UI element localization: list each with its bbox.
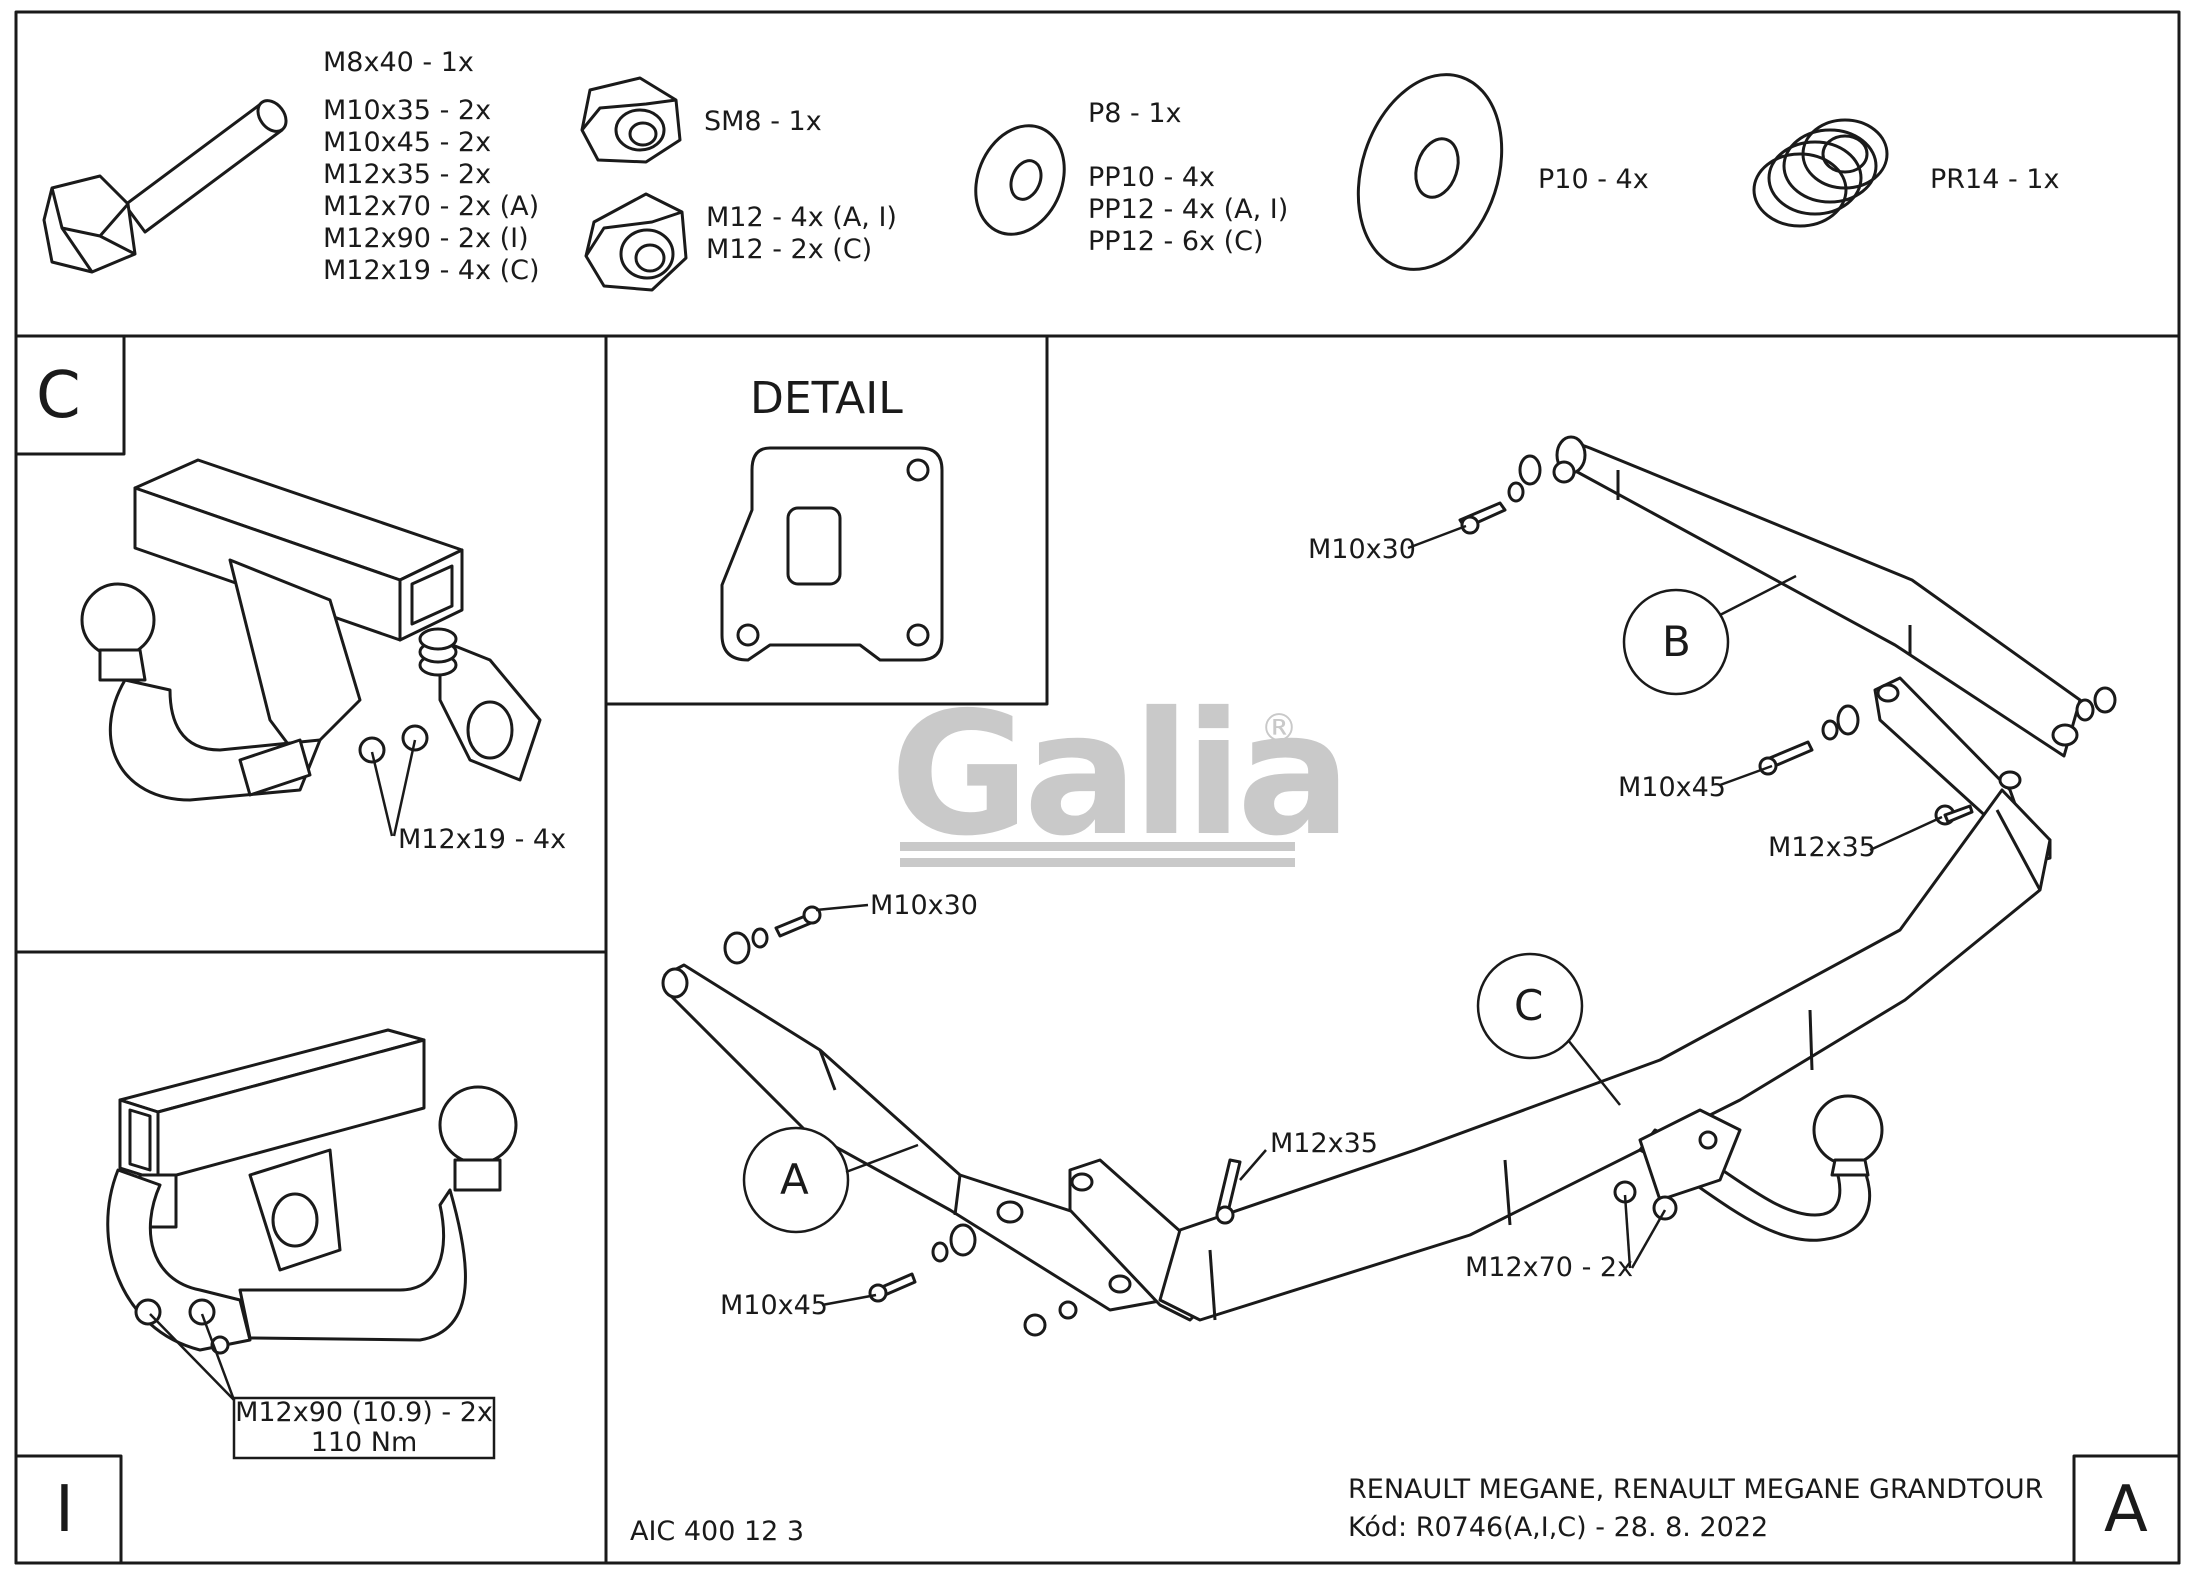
nut-m12-list: M12 - 4x (A, I) M12 - 2x (C) [706, 202, 897, 266]
bolt-label-m10x30-left: M10x30 [870, 890, 978, 921]
bolt-label-m12x35-center: M12x35 [1270, 1128, 1378, 1159]
main-callouts [742, 524, 1943, 1307]
bolt-label-m10x30-top: M10x30 [1308, 534, 1416, 565]
towball [1812, 1094, 1884, 1166]
panel-a-letter-box [2072, 1454, 2181, 1565]
logo-underline [900, 858, 1295, 867]
panel-c-bolt-label: M12x19 - 4x [398, 824, 567, 855]
bolt-label-m10x45-left: M10x45 [720, 1290, 828, 1321]
washer-p10-label: P10 - 4x [1538, 164, 1649, 195]
panel-c-leaders [370, 739, 417, 837]
vehicle-name: RENAULT MEGANE, RENAULT MEGANE GRANDTOUR [1348, 1474, 2044, 1505]
detail-title: DETAIL [750, 373, 903, 424]
spring-washer-label: PR14 - 1x [1930, 164, 2060, 195]
panel-i-letter-box [14, 1454, 123, 1565]
detail-box [604, 334, 1049, 706]
washer-item: PP12 - 4x (A, I) [1088, 194, 1289, 225]
washer-item: PP10 - 4x [1088, 162, 1215, 193]
bolt-item: M8x40 - 1x [323, 47, 474, 78]
callout-a-circle [742, 1126, 850, 1234]
callout-c-circle [1476, 952, 1584, 1060]
nut-sm8-label: SM8 - 1x [704, 106, 822, 137]
panel-i-torque: 110 Nm [310, 1427, 418, 1458]
galia-logo: Galia ® [890, 690, 1352, 890]
washer-item [1088, 130, 1288, 162]
washer-list: P8 - 1x PP10 - 4x PP12 - 4x (A, I) PP12 … [1088, 98, 1288, 258]
panel-i-leaders-and-box [149, 1313, 496, 1460]
bar-b [1566, 438, 2082, 758]
bolt-item: M12x19 - 4x (C) [323, 255, 540, 286]
bolt-item: M12x35 - 2x [323, 159, 492, 190]
nut-sm8-icon [580, 76, 682, 164]
bolt-label-m12x35-right: M12x35 [1768, 832, 1876, 863]
callout-b-circle [1622, 588, 1730, 696]
spring-washer-pr14-icon [1752, 118, 1889, 228]
callout-b: B [1662, 617, 1691, 666]
bolt-item: M12x90 - 2x (I) [323, 223, 529, 254]
washer-p10-icon [1356, 73, 1504, 271]
panel-i-bolt-label: M12x90 (10.9) - 2x 110 Nm [234, 1398, 494, 1458]
bolt-icon [42, 99, 288, 274]
code-line: Kód: R0746(A,I,C) - 28. 8. 2022 [1348, 1512, 1769, 1543]
callout-a: A [780, 1155, 809, 1204]
callout-c: C [1514, 981, 1544, 1030]
galia-logo-text: Galia [890, 676, 1352, 874]
registered-mark: ® [1260, 706, 1298, 750]
panel-c-letter: C [36, 359, 81, 433]
washer-item: PP12 - 6x (C) [1088, 226, 1264, 257]
panel-i-towbar-illustration [106, 1028, 518, 1355]
bar-a [663, 963, 1167, 1312]
panel-c-towbar-illustration [80, 458, 542, 802]
panel-a-letter: A [2104, 1473, 2148, 1547]
bolt-item: M10x35 - 2x [323, 95, 492, 126]
panel-i-letter: I [55, 1473, 74, 1547]
part-code: AIC 400 12 3 [630, 1516, 805, 1547]
washer-item: P8 - 1x [1088, 98, 1182, 129]
nut-item: M12 - 4x (A, I) [706, 202, 897, 233]
logo-underline [900, 842, 1295, 851]
detail-plate-shape [720, 446, 944, 662]
nut-m12-icon [584, 192, 688, 292]
panel-c-letter-box [14, 334, 126, 456]
bolt-item [323, 79, 540, 95]
main-assembly-illustration [661, 435, 2117, 1337]
bolt-item: M10x45 - 2x [323, 127, 492, 158]
bolt-list: M8x40 - 1x M10x35 - 2x M10x45 - 2x M12x3… [323, 47, 540, 287]
sheet-frame [14, 10, 2181, 1565]
bolt-label-m10x45-right: M10x45 [1618, 772, 1726, 803]
nut-item: M12 - 2x (C) [706, 234, 873, 265]
bolt-item: M12x70 - 2x (A) [323, 191, 540, 222]
washer-p8-icon [974, 124, 1066, 236]
bolt-label-m12x70: M12x70 - 2x [1465, 1252, 1634, 1283]
panel-i-bolt-spec: M12x90 (10.9) - 2x [235, 1397, 493, 1428]
